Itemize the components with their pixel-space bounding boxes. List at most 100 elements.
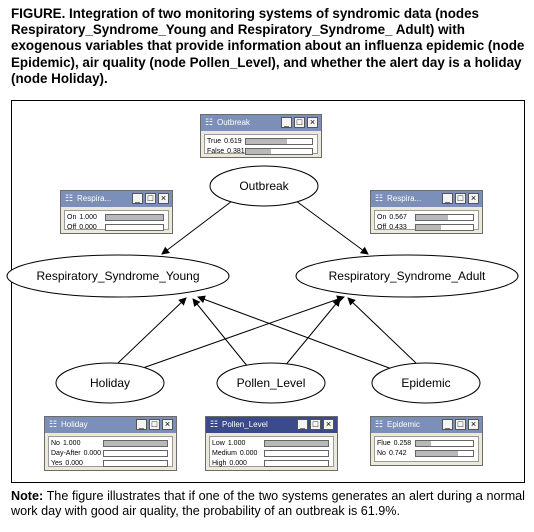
note-text: The figure illustrates that if one of th… <box>11 489 525 518</box>
probability-bar <box>415 214 474 221</box>
network-app-icon: ☷ <box>48 419 58 429</box>
state-name: Flue <box>377 440 391 447</box>
probability-bar-fill <box>104 441 167 446</box>
network-app-icon: ☷ <box>374 419 384 429</box>
probability-bar-fill <box>265 441 328 446</box>
close-icon[interactable]: × <box>468 193 479 204</box>
state-probability: 0.567 <box>389 214 407 221</box>
node-respiratory-young[interactable]: Respiratory_Syndrome_Young <box>6 254 230 298</box>
state-probability: 1.000 <box>79 214 97 221</box>
maximize-icon[interactable]: □ <box>455 193 466 204</box>
minimize-icon[interactable]: _ <box>442 419 453 430</box>
edge-outbreak-young <box>161 197 237 255</box>
node-holiday-label: Holiday <box>90 376 130 390</box>
probability-bar <box>103 450 168 457</box>
probability-bar-fill <box>246 149 272 154</box>
probability-bar <box>264 450 329 457</box>
probability-bar <box>415 224 474 231</box>
state-probability: 0.000 <box>79 224 97 231</box>
probability-bar <box>103 440 168 447</box>
state-name: Low <box>212 440 225 447</box>
probability-bar <box>105 224 164 231</box>
probability-bar-fill <box>416 225 441 230</box>
monitor-titlebar[interactable]: ☷Epidemic_□× <box>371 417 482 433</box>
close-icon[interactable]: × <box>162 419 173 430</box>
close-icon[interactable]: × <box>468 419 479 430</box>
monitor-titlebar[interactable]: ☷Respira..._□× <box>61 191 172 207</box>
edge-pollen-adult <box>283 298 341 368</box>
probability-bar <box>264 460 329 467</box>
state-probability: 0.433 <box>389 224 407 231</box>
state-probability: 0.000 <box>239 450 258 457</box>
probability-bar <box>245 148 313 155</box>
monitor-title: Holiday <box>61 420 88 429</box>
monitor-titlebar[interactable]: ☷Holiday _□× <box>45 417 176 433</box>
probability-bar <box>415 440 474 447</box>
maximize-icon[interactable]: □ <box>149 419 160 430</box>
state-probability: 0.742 <box>388 450 407 457</box>
network-app-icon: ☷ <box>204 117 214 127</box>
minimize-icon[interactable]: _ <box>136 419 147 430</box>
maximize-icon[interactable]: □ <box>310 419 321 430</box>
probability-bar <box>105 214 164 221</box>
state-name: Off <box>377 224 387 231</box>
minimize-icon[interactable]: _ <box>442 193 453 204</box>
node-outbreak-label: Outbreak <box>239 179 289 193</box>
node-epidemic[interactable]: Epidemic <box>371 362 481 404</box>
monitor-titlebar[interactable]: ☷Outbreak_□× <box>201 115 321 131</box>
maximize-icon[interactable]: □ <box>455 419 466 430</box>
edge-holiday-adult <box>139 295 345 370</box>
edge-epidemic-adult <box>347 297 417 364</box>
minimize-icon[interactable]: _ <box>297 419 308 430</box>
node-holiday[interactable]: Holiday <box>55 362 165 404</box>
probability-bar <box>103 460 168 467</box>
edge-epidemic-young <box>197 295 393 370</box>
monitor-titlebar[interactable]: ☷Respira..._□× <box>371 191 482 207</box>
node-respiratory-young-label: Respiratory_Syndrome_Young <box>37 269 200 283</box>
monitor-title: Respira... <box>77 194 112 203</box>
network-app-icon: ☷ <box>209 419 219 429</box>
maximize-icon[interactable]: □ <box>294 117 305 128</box>
node-pollen-level[interactable]: Pollen_Level <box>216 362 326 404</box>
node-outbreak[interactable]: Outbreak <box>209 165 319 207</box>
maximize-icon[interactable]: □ <box>145 193 156 204</box>
state-probability: 0.000 <box>229 460 247 467</box>
state-name: Off <box>67 224 77 231</box>
figure-note: Note: The figure illustrates that if one… <box>11 489 525 519</box>
state-probability: 1.000 <box>227 440 246 447</box>
close-icon[interactable]: × <box>307 117 318 128</box>
node-respiratory-adult[interactable]: Respiratory_Syndrome_Adult <box>295 254 519 298</box>
monitor-titlebar[interactable]: ☷Pollen_Level_□× <box>206 417 337 433</box>
minimize-icon[interactable]: _ <box>132 193 143 204</box>
node-pollen-level-label: Pollen_Level <box>237 376 306 390</box>
state-name: On <box>377 214 387 221</box>
network-app-icon: ☷ <box>374 193 384 203</box>
minimize-icon[interactable]: _ <box>281 117 292 128</box>
state-probability: 0.000 <box>83 450 102 457</box>
state-name: No <box>51 440 60 447</box>
state-name: True <box>207 138 222 145</box>
state-name: On <box>67 214 77 221</box>
close-icon[interactable]: × <box>323 419 334 430</box>
close-icon[interactable]: × <box>158 193 169 204</box>
state-name: High <box>212 460 227 467</box>
state-name: Medium <box>212 450 237 457</box>
edge-outbreak-adult <box>291 197 369 255</box>
